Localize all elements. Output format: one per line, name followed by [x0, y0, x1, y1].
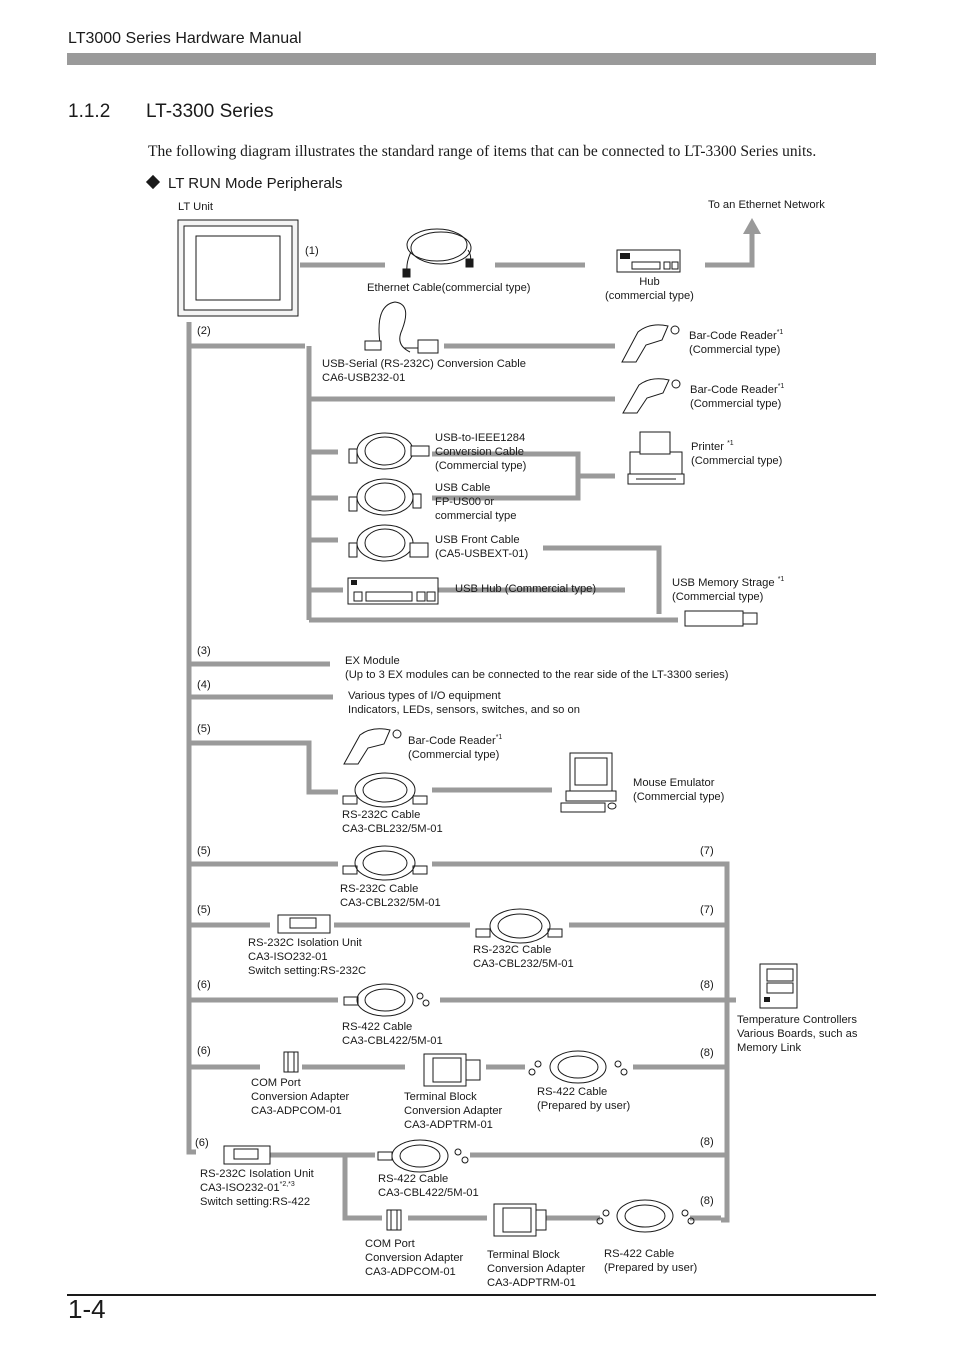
rs232c-isolation-unit-icon-1 [277, 914, 331, 934]
usb-hub-label: USB Hub (Commercial type) [455, 583, 597, 595]
ethernet-cable-icon [402, 228, 474, 278]
usb-serial-cable-label: USB-Serial (RS-232C) Conversion Cable CA… [322, 358, 526, 384]
rs232c-isolation-unit-icon-2 [223, 1145, 271, 1165]
port-label: (5) [197, 723, 211, 735]
usb-front-cable-icon [348, 524, 429, 562]
manual-title: LT3000 Series Hardware Manual [68, 30, 302, 47]
com-port-adapter-label-1: COM Port Conversion Adapter CA3-ADPCOM-0… [251, 1077, 350, 1117]
port-label: (8) [700, 1195, 714, 1207]
port-label: (8) [700, 1047, 714, 1059]
port-label: (8) [700, 1136, 714, 1148]
connection-lines [186, 218, 761, 1223]
usb-cable-label: USB Cable FP-US00 or commercial type [435, 482, 517, 522]
barcode-reader-label-1: Bar-Code Reader*1(Commercial type) [689, 329, 784, 356]
mouse-emulator-label: Mouse Emulator (Commercial type) [633, 777, 725, 803]
footer-rule [67, 1294, 876, 1296]
barcode-reader-label-2: Bar-Code Reader*1(Commercial type) [690, 383, 785, 410]
hub-label: Hub (commercial type) [605, 276, 694, 302]
mouse-emulator-pc-icon [560, 752, 617, 813]
terminal-block-adapter-icon-1 [423, 1053, 481, 1087]
barcode-reader-icon-3 [343, 728, 402, 765]
usb-ieee-cable-icon [348, 432, 430, 470]
barcode-reader-icon-2 [622, 378, 681, 414]
section-title: LT-3300 Series [146, 101, 274, 122]
terminal-block-adapter-label-2: Terminal Block Conversion Adapter CA3-AD… [487, 1249, 586, 1289]
usb-memory-icon [684, 610, 758, 627]
subheading-text: LT RUN Mode Peripherals [168, 175, 343, 192]
usb-serial-cable-icon [364, 301, 439, 354]
usb-memory-label: USB Memory Strage *1(Commercial type) [672, 576, 785, 603]
intro-paragraph: The following diagram illustrates the st… [148, 143, 817, 160]
rs422-user-cable-icon-2 [596, 1199, 695, 1233]
usb-front-cable-label: USB Front Cable (CA5-USBEXT-01) [435, 534, 529, 560]
usb-hub-icon [347, 577, 439, 605]
com-port-adapter-icon-1 [283, 1051, 299, 1073]
port-label: (6) [197, 979, 211, 991]
usb-ieee-cable-label: USB-to-IEEE1284 Conversion Cable (Commer… [435, 432, 527, 472]
barcode-reader-icon-1 [621, 324, 680, 363]
rs232c-cable-label-1: RS-232C Cable CA3-CBL232/5M-01 [342, 809, 443, 835]
lt-unit-icon [177, 219, 299, 317]
ethernet-network-label: To an Ethernet Network [708, 199, 825, 211]
port-label: (6) [197, 1045, 211, 1057]
rs232c-cable-icon-1 [342, 772, 428, 808]
port-label: (2) [197, 325, 211, 337]
com-port-adapter-label-2: COM Port Conversion Adapter CA3-ADPCOM-0… [365, 1238, 464, 1278]
usb-cable-icon [348, 478, 422, 516]
page-number: 1-4 [68, 1294, 106, 1324]
rs232c-isolation-unit-label-1: RS-232C Isolation Unit CA3-ISO232-01 Swi… [248, 937, 367, 977]
port-label: (5) [197, 845, 211, 857]
terminal-block-adapter-icon-2 [493, 1203, 547, 1237]
header-rule [67, 53, 876, 65]
hub-icon [616, 249, 681, 273]
rs422-user-cable-label-1: RS-422 Cable (Prepared by user) [537, 1086, 631, 1112]
rs422-user-cable-icon-1 [528, 1050, 628, 1084]
rs422-cable-icon-2 [377, 1139, 469, 1173]
rs232c-cable-icon-2 [342, 845, 428, 881]
terminal-block-adapter-label-1: Terminal Block Conversion Adapter CA3-AD… [404, 1091, 503, 1131]
section-heading: 1.1.2 LT-3300 Series [68, 101, 273, 123]
rs422-cable-label-2: RS-422 Cable CA3-CBL422/5M-01 [378, 1173, 479, 1199]
io-equipment-label: Various types of I/O equipment Indicator… [348, 690, 580, 716]
port-label: (8) [700, 979, 714, 991]
rs422-cable-label-1: RS-422 Cable CA3-CBL422/5M-01 [342, 1021, 443, 1047]
lt-unit-label: LT Unit [178, 201, 214, 213]
section-number: 1.1.2 [68, 101, 111, 122]
subheading: LT RUN Mode Peripherals [145, 174, 343, 192]
temperature-controllers-label: Temperature Controllers Various Boards, … [737, 1014, 858, 1054]
rs232c-cable-label-2: RS-232C Cable CA3-CBL232/5M-01 [340, 883, 441, 909]
port-label: (3) [197, 645, 211, 657]
barcode-reader-label-3: Bar-Code Reader*1(Commercial type) [408, 734, 503, 761]
rs232c-cable-icon-3 [475, 908, 563, 944]
port-label: (6) [195, 1137, 209, 1149]
printer-icon [627, 431, 685, 485]
port-label: (4) [197, 679, 211, 691]
port-label: (7) [700, 904, 714, 916]
ex-module-label: EX Module (Up to 3 EX modules can be con… [345, 655, 729, 681]
temperature-controller-icon [759, 963, 798, 1009]
ethernet-cable-label: Ethernet Cable(commercial type) [367, 282, 531, 294]
port-label: (5) [197, 904, 211, 916]
rs422-user-cable-label-2: RS-422 Cable (Prepared by user) [604, 1248, 698, 1274]
rs422-cable-icon-1 [343, 983, 430, 1017]
port-label: (7) [700, 845, 714, 857]
rs232c-cable-label-3: RS-232C Cable CA3-CBL232/5M-01 [473, 944, 574, 970]
com-port-adapter-icon-2 [386, 1209, 402, 1231]
port-label: (1) [305, 245, 319, 257]
printer-label: Printer *1(Commercial type) [691, 440, 783, 467]
